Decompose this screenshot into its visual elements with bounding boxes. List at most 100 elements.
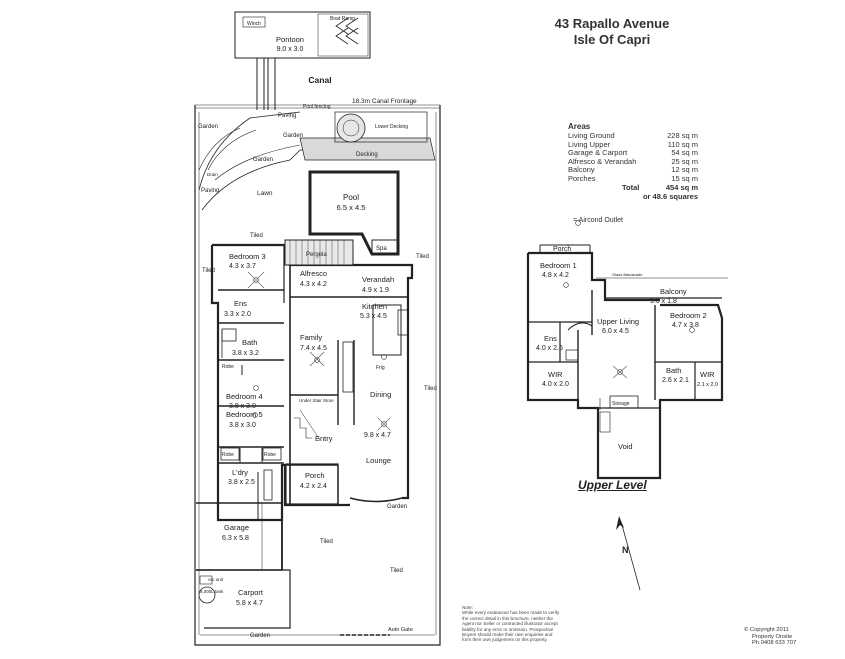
bedroom4-size: 3.8 x 3.0 (229, 403, 256, 410)
pontoon-size: 9.0 x 3.0 (277, 46, 304, 53)
areas-title: Areas (568, 122, 591, 131)
bedroom3-label: Bedroom 3 (229, 252, 266, 261)
area-row: Garage & Carport 54 sq m (568, 149, 698, 158)
copyright-phone: Ph.0408 633 707 (752, 640, 797, 647)
decking-area (299, 137, 436, 161)
alfresco-size: 4.3 x 4.2 (300, 281, 327, 288)
area-row: Balcony 12 sq m (568, 166, 698, 175)
north-arrow-head (616, 516, 624, 530)
robe-label: Robe (222, 452, 234, 458)
tiled-label: Tiled (416, 254, 429, 260)
area-label: Living Ground (568, 131, 615, 140)
tiled-label: Tiled (390, 568, 403, 574)
tiled-label: Tiled (202, 268, 215, 274)
site-boundary (194, 105, 441, 646)
ens-size: 3.3 x 2.0 (224, 311, 251, 318)
carport-label: Carport (238, 588, 264, 597)
areas-table: Areas Living Ground 228 sq m Living Uppe… (568, 122, 698, 201)
decking-label: Decking (356, 152, 378, 158)
robe-label: Robe (264, 452, 276, 458)
aircon-icon (689, 327, 695, 333)
pergola-label: Pergola (306, 252, 327, 258)
garden-label: Garden (387, 504, 407, 510)
area-label: Balcony (568, 165, 595, 175)
area-label: Porches (568, 173, 596, 183)
spa-label: Spa (376, 246, 387, 252)
storage-label: Storage (612, 401, 630, 407)
upper-living-size: 6.0 x 4.5 (602, 328, 629, 335)
bath-size: 3.8 x 3.2 (232, 350, 259, 357)
balcony-size: 9.0 x 1.8 (650, 298, 677, 305)
area-value: 228 sq m (667, 131, 698, 140)
drain-label: Drain (207, 172, 218, 177)
suburb-label: Isle Of Capri (573, 32, 651, 47)
aircon-icon (575, 220, 581, 226)
auto-gate-label: Auto Gate (388, 627, 413, 633)
tank-label: 5,000L tank (200, 589, 224, 594)
upper-wir2-label: WIR (700, 370, 715, 379)
pontoon-label: Pontoon (276, 35, 304, 44)
north-label: N (622, 545, 629, 555)
verandah-label: Verandah (362, 275, 394, 284)
area-label: Living Upper (568, 139, 611, 149)
area-label: Alfresco & Verandah (568, 156, 637, 166)
area-total-value: 454 sq m (665, 182, 698, 192)
laundry-size: 3.8 x 2.5 (228, 479, 255, 486)
bedroom1-label: Bedroom 1 (540, 261, 577, 270)
upper-level-outline (526, 253, 724, 480)
bath-label: Bath (242, 338, 257, 347)
paving-label: Paving (278, 113, 296, 119)
family-size: 7.4 x 4.5 (300, 345, 327, 352)
bedroom3-size: 4.3 x 3.7 (229, 263, 256, 270)
tiled-label: Tiled (424, 386, 437, 392)
upper-porch-label: Porch (553, 246, 571, 253)
copyright-block: © Copyright 2011 Property Onsite Ph.0408… (744, 627, 834, 647)
aircon-icon (314, 357, 320, 363)
area-value: 54 sq m (671, 148, 698, 158)
aircon-icon (252, 412, 258, 418)
pool-label: Pool (343, 193, 359, 202)
porch-size: 4.2 x 2.4 (300, 483, 327, 490)
pool-size: 6.5 x 4.5 (337, 203, 366, 212)
upper-wir-label: WIR (548, 370, 563, 379)
aircon-icon (253, 385, 259, 391)
garden-label: Garden (198, 124, 218, 130)
upper-bath-label: Bath (666, 366, 681, 375)
tiled-label: Tiled (250, 233, 263, 239)
upper-bath-size: 2.6 x 2.1 (662, 377, 689, 384)
area-total-alt: or 48.6 squares (642, 192, 698, 202)
area-row: Living Upper 110 sq m (568, 139, 698, 150)
winch-label: Winch (247, 21, 261, 27)
canal-frontage-label: 18.3m Canal Frontage (352, 98, 417, 105)
upper-ens-size: 4.0 x 2.5 (536, 345, 563, 352)
aircon-icon (617, 369, 623, 375)
family-label: Family (300, 333, 322, 342)
garage-label: Garage (224, 523, 249, 532)
boat-ramp-label: Boat Ramp (330, 16, 355, 22)
kitchen-size: 5.3 x 4.5 (360, 313, 387, 320)
upper-wir2-size: 2.1 x 2.0 (697, 382, 718, 388)
laundry-label: L'dry (232, 468, 248, 477)
ens-label: Ens (234, 299, 247, 308)
bedroom2-label: Bedroom 2 (670, 311, 707, 320)
paving-label: Paving (201, 188, 219, 194)
dining-size: 9.8 x 4.7 (364, 432, 391, 439)
property-header: 43 Rapallo Avenue Isle Of Capri (512, 16, 712, 48)
garden-label: Garden (283, 133, 303, 139)
disclaimer-note: Note: While every endeavour has been mad… (462, 605, 560, 643)
garage-size: 6.3 x 5.8 (222, 535, 249, 542)
bedroom4-label: Bedroom 4 (226, 392, 263, 401)
aircon-unit-label: A/c unit (208, 577, 224, 582)
aircon-icon (253, 277, 259, 283)
area-label: Garage & Carport (568, 148, 628, 158)
canal-label: Canal (308, 75, 331, 85)
tiled-label: Tiled (320, 539, 333, 545)
lower-decking-label: Lower Decking (375, 124, 408, 130)
upper-living-label: Upper Living (597, 317, 639, 326)
garden-label: Garden (253, 157, 273, 163)
address-label: 43 Rapallo Avenue (554, 16, 670, 31)
aircon-icon (563, 282, 569, 288)
under-stair-label: Under Stair Store (299, 398, 334, 403)
north-arrow-line (621, 524, 641, 591)
lounge-label: Lounge (366, 456, 391, 465)
